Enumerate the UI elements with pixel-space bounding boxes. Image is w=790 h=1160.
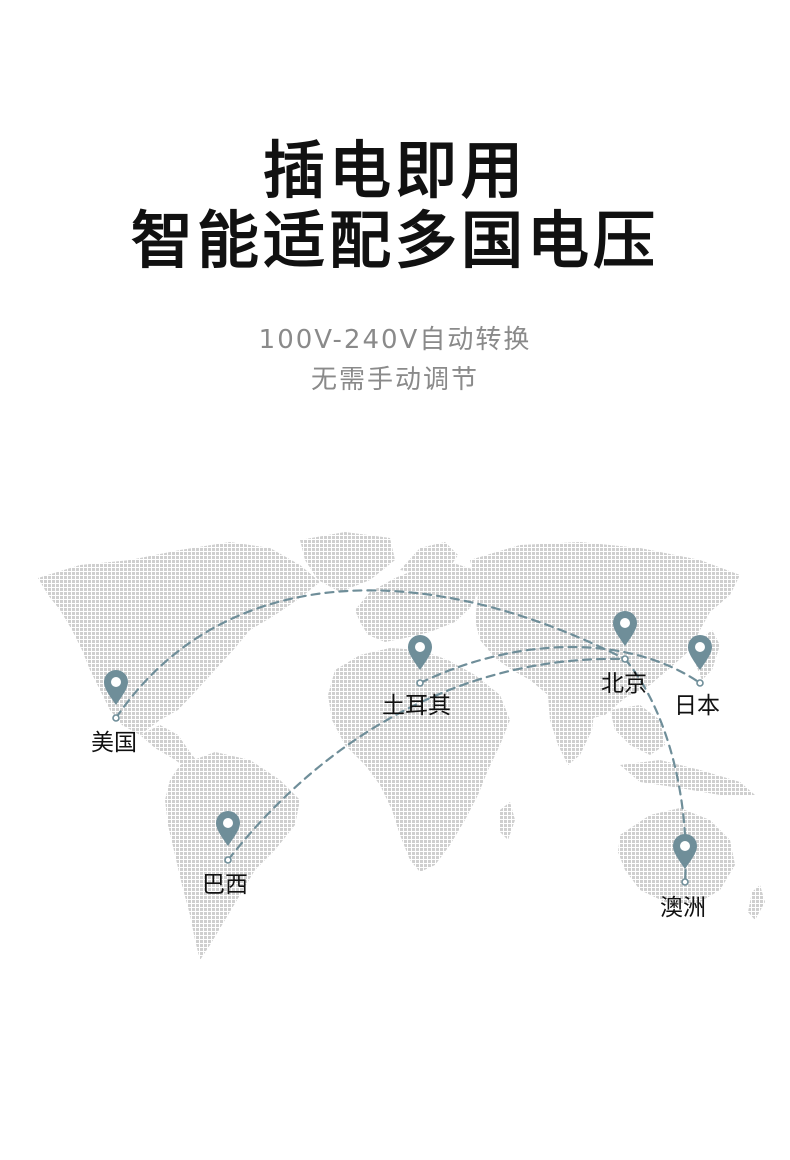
continent-southeast-asia	[610, 705, 665, 755]
markers: 美国 巴西 土耳其 北京	[91, 611, 720, 921]
location-label-turkey: 土耳其	[382, 693, 451, 719]
map-pin-icon	[216, 811, 240, 846]
headline-line-1: 插电即用	[262, 134, 527, 207]
continent-india	[548, 690, 595, 765]
map-pin-icon	[673, 834, 697, 869]
route-turkey-japan	[418, 645, 702, 685]
location-point-icon	[696, 679, 704, 687]
location-usa[interactable]: 美国	[91, 670, 137, 756]
continent-new-zealand	[748, 885, 765, 920]
location-point-icon	[681, 878, 689, 886]
location-point-icon	[416, 679, 424, 687]
continent-greenland	[300, 532, 395, 592]
map-pin-icon	[688, 635, 712, 670]
location-turkey[interactable]: 土耳其	[382, 635, 451, 719]
location-label-japan: 日本	[674, 693, 720, 719]
location-japan[interactable]: 日本	[674, 635, 720, 719]
continent-scandinavia	[400, 542, 458, 575]
location-point-icon	[224, 856, 232, 864]
continent-asia	[470, 542, 740, 720]
pin-dot-icon	[695, 642, 705, 652]
continent-madagascar	[500, 802, 515, 840]
continent-australia	[618, 808, 735, 905]
location-brazil[interactable]: 巴西	[202, 811, 248, 898]
continent-europe	[355, 562, 480, 642]
continent-indonesia	[620, 760, 755, 795]
route-usa-beijing	[114, 589, 627, 720]
location-beijing[interactable]: 北京	[601, 611, 647, 697]
continent-central-america	[140, 725, 200, 770]
pin-dot-icon	[111, 677, 121, 687]
world-map: 美国 巴西 土耳其 北京	[0, 520, 790, 990]
continent-north-america	[38, 542, 320, 735]
pin-dot-icon	[680, 841, 690, 851]
route-brazil-beijing	[226, 657, 627, 862]
continents	[38, 532, 765, 960]
map-pin-icon	[408, 635, 432, 670]
location-point-icon	[112, 714, 120, 722]
pin-dot-icon	[223, 818, 233, 828]
location-label-brazil: 巴西	[202, 872, 248, 898]
location-australia[interactable]: 澳洲	[660, 834, 706, 921]
headline-line-2: 智能适配多国电压	[130, 204, 659, 277]
map-pin-icon	[104, 670, 128, 705]
location-point-icon	[621, 655, 629, 663]
location-label-beijing: 北京	[601, 671, 647, 697]
location-label-usa: 美国	[91, 730, 137, 756]
continent-africa	[328, 648, 510, 872]
subtitle-line-1: 100V-240V自动转换	[258, 325, 532, 355]
map-pin-icon	[613, 611, 637, 646]
location-label-australia: 澳洲	[660, 895, 706, 921]
pin-dot-icon	[620, 618, 630, 628]
pin-dot-icon	[415, 642, 425, 652]
subtitle-line-2: 无需手动调节	[310, 365, 479, 395]
